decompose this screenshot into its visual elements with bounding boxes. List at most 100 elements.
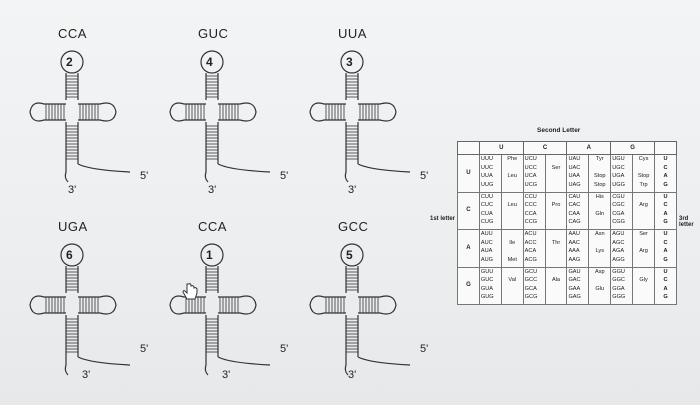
- codon: AGC: [612, 239, 625, 246]
- codon: CGC: [612, 202, 625, 209]
- trna-cloverleaf-drawing: [29, 243, 131, 376]
- d-arm-loop: [309, 102, 346, 122]
- amino-acid-cell: Ala: [544, 266, 568, 305]
- amino-acid: Asp: [594, 268, 605, 275]
- codon: UCG: [524, 181, 538, 188]
- amino-acid: Arg: [639, 248, 648, 255]
- codon: AAU: [568, 231, 580, 238]
- third-letter: G: [663, 256, 668, 263]
- amino-acid: [590, 240, 609, 249]
- anticodon-stem: [345, 266, 359, 293]
- third-letter: C: [663, 277, 668, 284]
- third-letter: A: [663, 173, 668, 180]
- five-prime-tail: [217, 163, 271, 173]
- first-letter-cell: G: [457, 266, 480, 305]
- amino-acid: [503, 269, 522, 278]
- codon: AGG: [612, 256, 625, 263]
- amino-acid: Gly: [639, 277, 648, 284]
- three-prime-end-label: 3': [348, 184, 357, 196]
- first-letter-cell: C: [457, 191, 480, 230]
- five-prime-tail: [357, 356, 411, 366]
- amino-acid: [590, 202, 609, 211]
- amino-acid: [634, 211, 653, 220]
- first-letter-cell: A: [457, 229, 480, 268]
- amino-acid-cell: Ser: [544, 154, 568, 193]
- anticodon-stem: [345, 73, 359, 100]
- amino-acid: Ala: [551, 277, 561, 284]
- anticodon-stem: [65, 73, 79, 100]
- t-arm-loop: [358, 102, 397, 122]
- trna-cloverleaf-drawing: [29, 50, 131, 183]
- amino-acid: [547, 211, 566, 220]
- amino-acid: Asn: [594, 231, 605, 238]
- codon: GGC: [612, 277, 625, 284]
- trna-molecule: CCA 1 5' 3': [150, 215, 290, 405]
- codon: ACU: [524, 231, 537, 238]
- amino-acid: [503, 231, 522, 240]
- codon: CAG: [568, 219, 581, 226]
- amino-acid-cell: Leu: [500, 191, 524, 230]
- t-arm-loop: [218, 295, 257, 315]
- trna-molecule: CCA 2 5' 3': [10, 22, 150, 212]
- amino-acid: [590, 257, 609, 266]
- first-letter-cell: U: [457, 154, 480, 193]
- trna-number: 1: [206, 248, 213, 262]
- amino-acid: Stop: [594, 181, 606, 188]
- third-letter: A: [663, 285, 668, 292]
- amino-acid: [547, 182, 566, 191]
- amino-acid: Phe: [507, 156, 518, 163]
- amino-acid: [547, 294, 566, 303]
- third-letter: C: [663, 202, 668, 209]
- amino-acid: [503, 286, 522, 295]
- amino-acid: Cys: [638, 156, 649, 163]
- codon: GCU: [524, 268, 538, 275]
- trna-molecule: UUA 3 5' 3': [290, 22, 430, 212]
- amino-acid: [503, 294, 522, 303]
- codon: GGG: [612, 294, 626, 301]
- codon: AAA: [568, 248, 580, 255]
- amino-acid: [547, 219, 566, 228]
- codon: GUU: [480, 268, 494, 275]
- three-prime-end-label: 3': [222, 369, 231, 381]
- third-col-header: [654, 141, 677, 155]
- codon: CCU: [524, 193, 537, 200]
- amino-acid: [503, 248, 522, 257]
- amino-acid-cell: Pro: [544, 191, 568, 230]
- amino-acid: [590, 165, 609, 174]
- amino-acid: [503, 182, 522, 191]
- anticodon-stem: [205, 73, 219, 100]
- acceptor-stem: [65, 315, 79, 357]
- amino-acid: [547, 257, 566, 266]
- trna-number: 3: [346, 55, 353, 69]
- codon: GAU: [568, 268, 581, 275]
- codon: CUC: [480, 202, 494, 209]
- t-arm-loop: [78, 102, 117, 122]
- anticodon-loop-circle: [200, 243, 224, 267]
- amino-acid: [547, 231, 566, 240]
- five-prime-tail: [77, 163, 131, 173]
- trna-cloverleaf-drawing: [309, 243, 411, 376]
- amino-acid: [547, 286, 566, 295]
- codon: AUC: [480, 239, 493, 246]
- codon: GAG: [568, 294, 581, 301]
- five-prime-end-label: 5': [280, 343, 289, 355]
- codon: CUU: [480, 193, 494, 200]
- amino-acid: [547, 248, 566, 257]
- five-prime-end-label: 5': [420, 343, 429, 355]
- three-prime-end-label: 3': [82, 369, 91, 381]
- amino-acid: Stop: [637, 173, 650, 180]
- anticodon-label: UGA: [58, 219, 88, 234]
- trna-number: 4: [206, 55, 213, 69]
